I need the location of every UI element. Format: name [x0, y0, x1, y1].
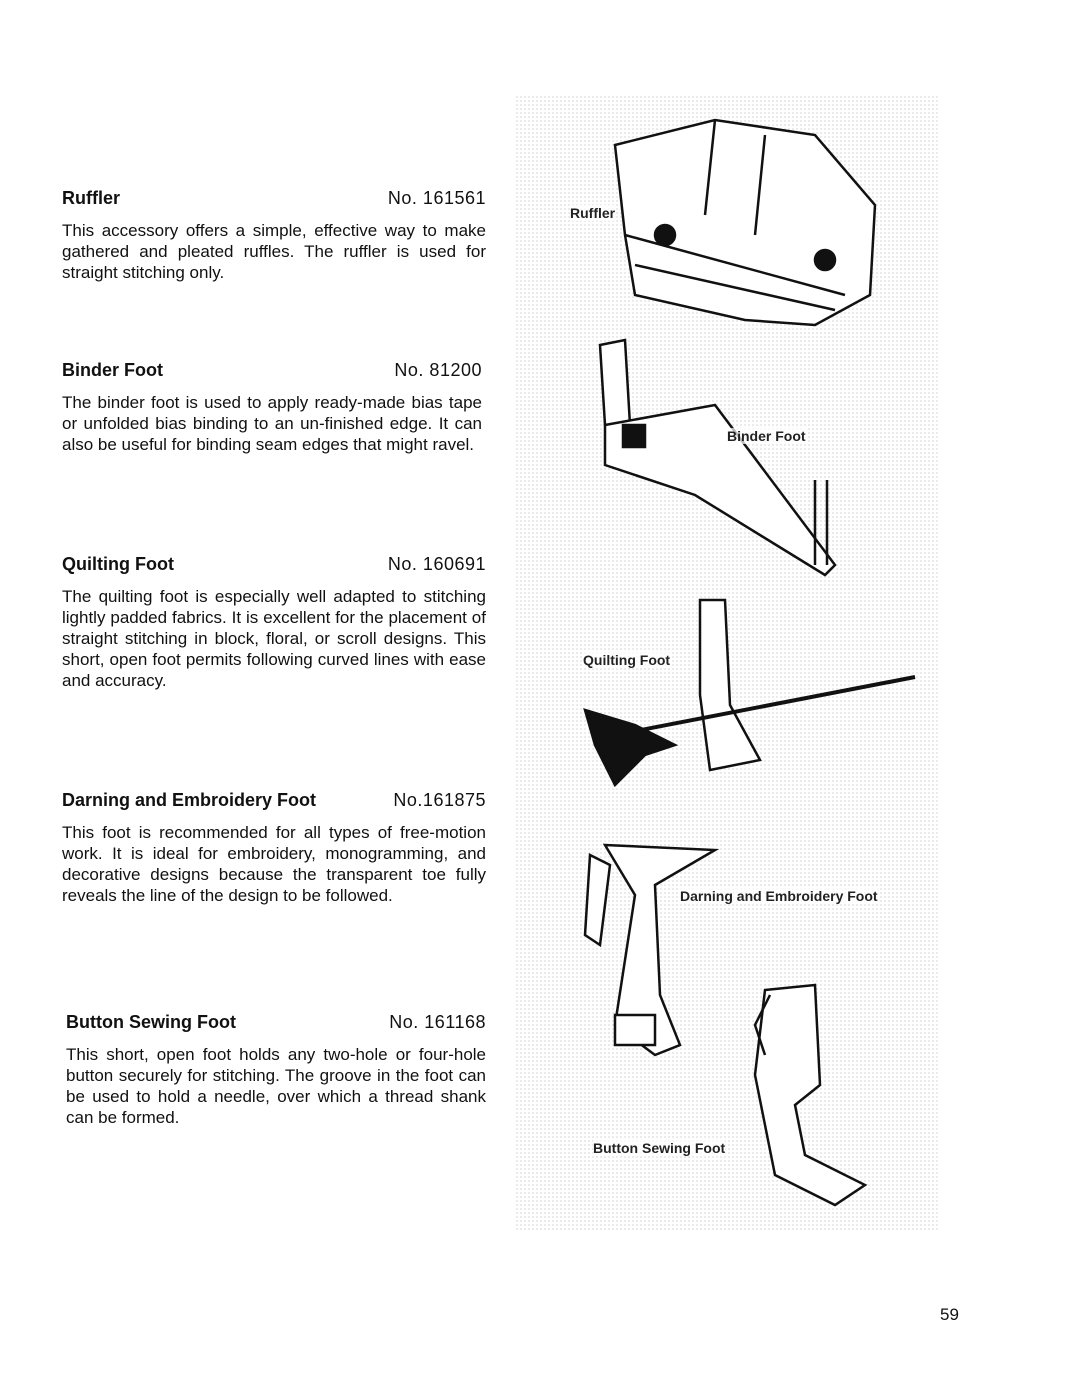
- description: This short, open foot holds any two-hole…: [66, 1045, 486, 1127]
- button-sewing-foot-label: Button Sewing Foot: [593, 1140, 726, 1156]
- part-number: No.161875: [393, 790, 486, 810]
- section-binder-foot: Binder Foot No. 81200 The binder foot is …: [62, 360, 482, 455]
- heading: Ruffler: [62, 188, 120, 208]
- darning-foot-label: Darning and Embroidery Foot: [680, 888, 878, 904]
- part-number: No. 161561: [387, 188, 486, 208]
- binder-foot-drawing: [598, 338, 837, 577]
- presser-feet-illustration: [583, 118, 916, 1207]
- heading: Quilting Foot: [62, 554, 174, 574]
- page-number: 59: [940, 1305, 959, 1324]
- heading: Binder Foot: [62, 360, 163, 380]
- heading: Darning and Embroidery Foot: [62, 790, 317, 810]
- ruffler-drawing: [613, 118, 877, 327]
- binder-foot-label: Binder Foot: [727, 428, 806, 444]
- section-quilting-foot: Quilting Foot No. 160691 The quilting foo…: [62, 554, 486, 691]
- section-darning-foot: Darning and Embroidery Foot No.161875 Thi…: [62, 790, 486, 906]
- section-ruffler: Ruffler No. 161561 This accessory offers …: [62, 188, 486, 283]
- illustrations-panel: Ruffler Binder Foot Quilting Foot Darnin…: [515, 95, 940, 1230]
- heading: Button Sewing Foot: [66, 1012, 236, 1032]
- part-number: No. 161168: [389, 1012, 486, 1032]
- button-sewing-foot-drawing: [753, 983, 868, 1207]
- description: The binder foot is used to apply ready-m…: [62, 393, 482, 454]
- quilting-foot-label: Quilting Foot: [583, 652, 671, 668]
- ruffler-label: Ruffler: [570, 205, 616, 221]
- quilting-foot-drawing: [583, 598, 916, 788]
- darning-foot-drawing: [583, 843, 720, 1057]
- part-number: No. 81200: [394, 360, 482, 380]
- section-button-foot: Button Sewing Foot No. 161168 This short,…: [66, 1012, 486, 1128]
- part-number: No. 160691: [387, 554, 486, 574]
- description: This foot is recommended for all types o…: [62, 823, 486, 905]
- description: The quilting foot is especially well ada…: [62, 587, 486, 690]
- description: This accessory offers a simple, effectiv…: [62, 221, 486, 282]
